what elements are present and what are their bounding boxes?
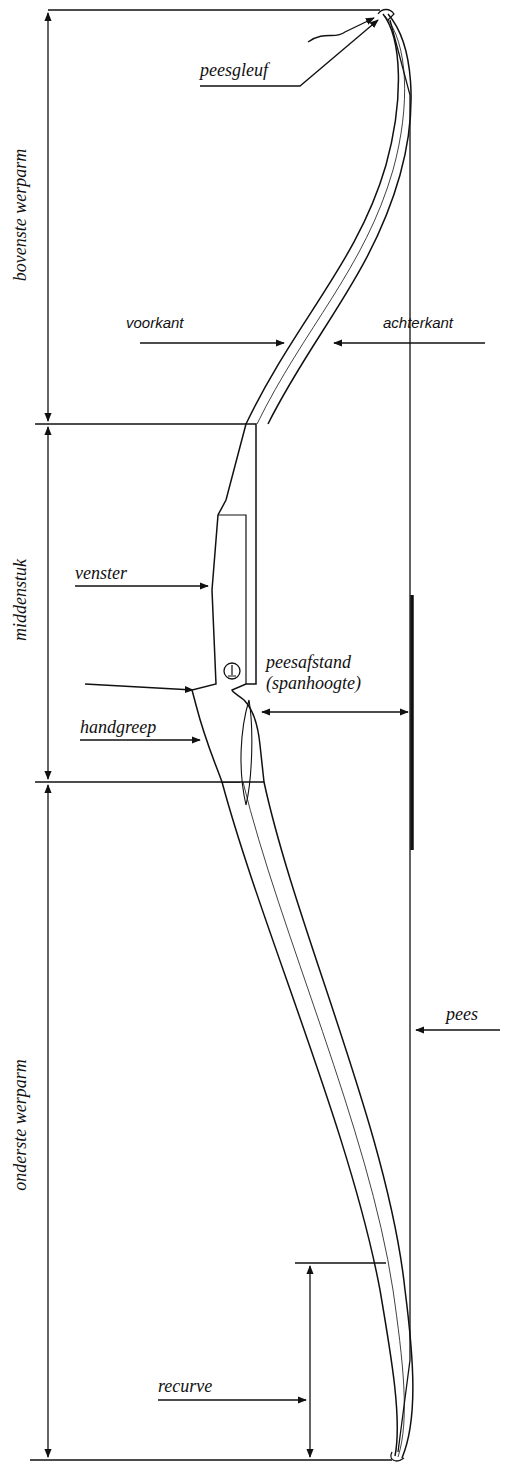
dimension-arrow <box>309 1266 310 1457</box>
string-serving <box>410 595 414 850</box>
leader-line <box>75 585 208 586</box>
dimension-arrow <box>47 785 48 1457</box>
sight-window <box>218 515 246 684</box>
upper-limb-back <box>268 14 411 424</box>
leader-line <box>140 342 284 343</box>
dimension-arrow <box>262 711 408 712</box>
leader-line <box>85 684 193 690</box>
extension-line <box>30 1459 392 1460</box>
extension-line <box>48 9 380 10</box>
extension-line <box>295 1262 386 1263</box>
extension-line <box>35 781 240 782</box>
leader-line <box>80 739 200 740</box>
part-label: peesafstand (spanhoogte) <box>266 652 396 693</box>
part-label: venster <box>75 563 127 584</box>
leader-line <box>200 20 378 86</box>
arrow-rest-button <box>224 663 240 679</box>
dimension-label: bovenste werparm <box>10 146 31 284</box>
lower-limb-back <box>264 782 413 1458</box>
leader-line <box>416 1029 500 1030</box>
lower-limb-face <box>222 782 397 1456</box>
part-label: handgreep <box>80 717 156 738</box>
dimension-arrow <box>47 13 48 421</box>
part-label: recurve <box>158 1376 212 1397</box>
part-label: voorkant <box>126 314 184 331</box>
part-label: peesgleuf <box>200 60 268 81</box>
part-label: pees <box>446 1004 478 1025</box>
dimension-label: onderste werparm <box>10 1056 31 1194</box>
limb-lamination <box>243 782 404 1457</box>
part-label: achterkant <box>383 314 453 331</box>
string-groove <box>378 10 394 21</box>
bow-string <box>390 20 410 1452</box>
leader-line <box>158 1399 306 1400</box>
extension-line <box>35 423 246 424</box>
riser-cutout <box>241 700 252 805</box>
leader-line <box>308 18 374 42</box>
riser <box>192 424 264 782</box>
arrow-rest-button <box>228 665 236 676</box>
dimension-label: middenstuk <box>10 556 31 644</box>
dimension-arrow <box>47 427 48 779</box>
limb-lamination <box>257 16 405 424</box>
string-groove <box>391 1452 404 1461</box>
